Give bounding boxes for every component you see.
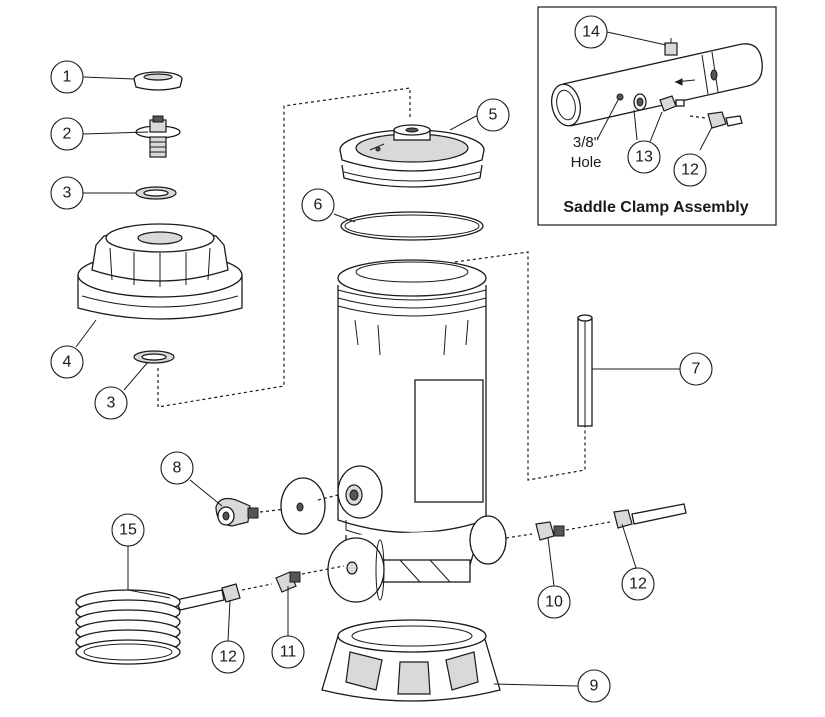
hole-label: Hole	[571, 154, 602, 171]
part-9-stand	[321, 619, 501, 702]
part-3-washer-top	[135, 186, 177, 200]
gasket	[280, 477, 339, 535]
part-15-tubing-coil	[75, 589, 181, 665]
inset-title: Saddle Clamp Assembly	[563, 199, 748, 216]
part-4-lid	[77, 223, 243, 320]
part-8-elbow	[215, 497, 259, 527]
leader-lines	[75, 76, 680, 687]
svg-text:13: 13	[635, 149, 653, 166]
svg-text:3: 3	[107, 395, 116, 412]
callout-9: 9	[577, 669, 611, 703]
canister-body	[327, 259, 507, 603]
saddle-clamp-inset: 14 13 12 3/8" Hole Saddle Clamp Assembly	[537, 6, 777, 226]
part-10-check-valve	[505, 521, 611, 541]
callout-6: 6	[301, 188, 335, 222]
svg-text:12: 12	[629, 576, 647, 593]
part-6-o-ring	[340, 211, 484, 241]
svg-text:5: 5	[489, 107, 498, 124]
callout-1: 1	[50, 60, 84, 94]
svg-text:9: 9	[590, 678, 599, 695]
svg-text:8: 8	[173, 460, 182, 477]
svg-text:10: 10	[545, 594, 563, 611]
svg-text:11: 11	[280, 644, 297, 661]
part-3-washer-bottom	[133, 350, 175, 364]
callout-15: 15	[111, 513, 145, 547]
callout-3-top: 3	[50, 176, 84, 210]
elbow-alignment	[259, 508, 287, 513]
svg-text:7: 7	[692, 361, 701, 378]
hole-size-label: 3/8"	[573, 134, 599, 151]
callout-5: 5	[476, 98, 510, 132]
fitting-alignment	[241, 583, 273, 591]
svg-text:12: 12	[681, 162, 699, 179]
svg-text:3: 3	[63, 185, 72, 202]
svg-text:12: 12	[219, 649, 237, 666]
svg-text:2: 2	[63, 126, 72, 143]
svg-text:14: 14	[582, 24, 600, 41]
callout-13: 13	[627, 140, 661, 174]
part-1-cap	[133, 71, 183, 91]
inset-compression-nut	[689, 111, 743, 129]
callout-10: 10	[537, 585, 571, 619]
callout-12-inset: 12	[673, 153, 707, 187]
part-11-fitting	[275, 565, 345, 593]
callout-8: 8	[160, 451, 194, 485]
inset-clamp-bolt	[664, 38, 678, 56]
svg-text:1: 1	[63, 69, 72, 86]
svg-text:15: 15	[119, 522, 137, 539]
callout-11: 11	[271, 635, 305, 669]
part-5-canister-lid	[339, 124, 485, 188]
part-12-nut-left	[175, 583, 241, 611]
callout-12-right: 12	[621, 567, 655, 601]
callout-3-bottom: 3	[94, 386, 128, 420]
alignment-line-left	[157, 87, 411, 408]
svg-text:4: 4	[63, 354, 72, 371]
callout-12-left: 12	[211, 640, 245, 674]
callout-14: 14	[574, 15, 608, 49]
alignment-line-right	[454, 251, 586, 481]
part-12-nut-right	[613, 503, 687, 529]
callout-7: 7	[679, 352, 713, 386]
inset-fitting	[659, 95, 685, 112]
part-7-tube	[577, 314, 593, 427]
svg-text:6: 6	[314, 197, 323, 214]
inset-o-ring	[633, 93, 647, 111]
callout-2: 2	[50, 117, 84, 151]
callout-4: 4	[50, 345, 84, 379]
inset-pipe	[550, 43, 763, 127]
part-2-valve	[135, 115, 181, 158]
